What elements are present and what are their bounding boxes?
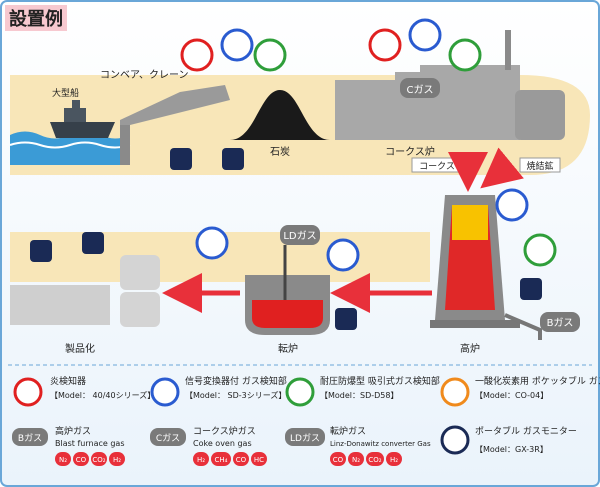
title: 設置例 xyxy=(9,8,63,30)
legend-sdd58-icon xyxy=(285,377,315,407)
gas-badge-b-text: Bガス xyxy=(18,433,42,444)
gas-badge-ld xyxy=(285,428,325,446)
sdd58-marker xyxy=(253,38,287,72)
legend-model-0: 【Model： 40/40シリーズ】 xyxy=(50,390,155,400)
legend-model-2: 【Model：SD-D58】 xyxy=(320,391,398,400)
b-gas-cloud xyxy=(540,312,580,332)
gas-badge-ld-text: LDガス xyxy=(290,433,320,444)
chip-c-2: CO xyxy=(236,456,247,464)
sd3-marker-5 xyxy=(495,188,529,222)
ship-hull xyxy=(50,122,115,138)
legend-name-4: ポータブル ガスモニター xyxy=(475,425,577,437)
gx3r-marker-3 xyxy=(30,240,52,262)
label-coal: 石炭 xyxy=(270,146,290,158)
gas-en-c: Coke oven gas xyxy=(193,439,252,448)
gx3r-marker-6 xyxy=(520,278,542,300)
chips-c: H₂ CH₄ CO HC xyxy=(193,452,267,466)
label-coke: コークス xyxy=(419,161,455,172)
legend-sd3-icon xyxy=(150,377,180,407)
legend-name-3: 一酸化炭素用 ポケッタブル ガスモニター xyxy=(475,375,600,387)
gas-badge-c-text: Cガス xyxy=(156,433,180,444)
sdd58-marker-2 xyxy=(448,38,482,72)
chip-ld-1: N₂ xyxy=(352,456,360,464)
label-products: 製品化 xyxy=(65,342,95,355)
gas-en-b: Blast furnace gas xyxy=(55,439,124,448)
title-box xyxy=(5,5,67,31)
coil-bottom xyxy=(120,292,160,327)
sd3-marker-3 xyxy=(195,226,229,260)
gx3r-marker-5 xyxy=(335,308,357,330)
chip-b-3: H₂ xyxy=(113,456,121,464)
legend: 炎検知器 【Model： 40/40シリーズ】 信号変換器付 ガス検知部 【Mo… xyxy=(12,375,600,466)
chips-ld: CO N₂ CO₂ H₂ xyxy=(330,452,402,466)
c-gas-cloud xyxy=(400,78,440,98)
sdd58-marker-3 xyxy=(523,233,557,267)
sd3-marker xyxy=(220,28,254,62)
sd3-marker-4 xyxy=(326,238,360,272)
sea xyxy=(10,131,130,165)
chip-c-0: H₂ xyxy=(197,456,205,464)
legend-model-3: 【Model：CO-04】 xyxy=(475,391,548,400)
coil-top xyxy=(120,255,160,290)
label-ld-gas: LDガス xyxy=(283,230,316,242)
label-c-gas: Cガス xyxy=(407,84,434,96)
gx3r-marker-4 xyxy=(82,232,104,254)
label-blast-furnace: 高炉 xyxy=(460,342,480,355)
label-b-gas: Bガス xyxy=(547,317,574,329)
flame-detector-marker xyxy=(180,38,214,72)
gas-name-b: 高炉ガス xyxy=(55,425,91,437)
label-conveyor: コンベア、クレーン xyxy=(100,69,189,81)
legend-name-0: 炎検知器 xyxy=(50,375,86,387)
gx3r-marker-2 xyxy=(222,148,244,170)
chip-c-3: HC xyxy=(254,456,264,464)
legend-name-1: 信号変換器付 ガス検知部 xyxy=(185,375,287,387)
chip-b-2: CO₂ xyxy=(92,456,105,464)
chimney xyxy=(505,30,511,70)
legend-co04-icon xyxy=(440,377,470,407)
coke-oven-building xyxy=(335,65,520,140)
legend-gx3r-icon xyxy=(440,425,470,455)
gas-badge-b xyxy=(12,428,48,446)
arrow-sinter xyxy=(480,147,524,189)
chip-c-1: CH₄ xyxy=(215,456,228,464)
legend-name-2: 耐圧防爆型 吸引式ガス検知部 xyxy=(320,375,440,387)
gas-en-ld: Linz-Donawitz converter Gas xyxy=(330,440,431,448)
legend-flame-icon xyxy=(13,377,43,407)
chips-b: N₂ CO CO₂ H₂ xyxy=(55,452,125,466)
label-large-ship: 大型船 xyxy=(52,87,79,99)
gas-badge-c xyxy=(150,428,186,446)
gas-name-ld: 転炉ガス xyxy=(330,425,366,437)
coal-pile xyxy=(230,90,330,140)
label-sintered-ore: 焼結鉱 xyxy=(526,160,553,172)
steel-sheets xyxy=(10,285,110,325)
conveyor xyxy=(120,85,230,155)
chip-ld-2: CO₂ xyxy=(368,456,381,464)
legend-model-1: 【Model： SD-3シリーズ】 xyxy=(185,390,286,400)
chip-b-0: N₂ xyxy=(59,456,67,464)
legend-model-4: 【Model：GX-3R】 xyxy=(475,445,548,454)
label-coke-oven: コークス炉 xyxy=(385,146,435,158)
label-converter: 転炉 xyxy=(278,343,298,355)
gas-name-c: コークス炉ガス xyxy=(193,425,256,437)
ld-gas-cloud xyxy=(280,225,320,245)
gx3r-marker xyxy=(170,148,192,170)
sd3-marker-2 xyxy=(408,18,442,52)
chip-ld-0: CO xyxy=(333,456,344,464)
chip-ld-3: H₂ xyxy=(390,456,398,464)
flame-detector-marker-2 xyxy=(368,28,402,62)
chip-b-1: CO xyxy=(76,456,87,464)
